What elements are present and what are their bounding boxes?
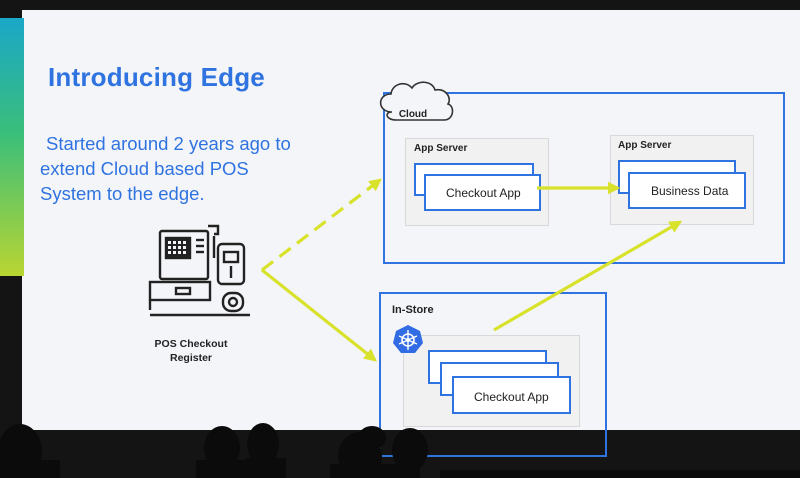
audience-silhouettes: [0, 423, 800, 478]
cloud-right-server-label: App Server: [618, 140, 672, 151]
instore-checkout-app-label: Checkout App: [474, 390, 549, 404]
cloud-left-server-label: App Server: [414, 143, 468, 154]
pos-label-line: Register: [169, 352, 212, 364]
subtitle-line: extend Cloud based POS: [40, 158, 249, 179]
cloud-checkout-app-label: Checkout App: [446, 186, 521, 200]
pos-register-icon: [148, 224, 250, 317]
instore-checkout-app: [452, 376, 571, 414]
instore-label: In-Store: [392, 304, 434, 316]
subtitle-line: Started around 2 years ago to: [46, 133, 291, 154]
subtitle-line: System to the edge.: [40, 183, 205, 204]
pos-label-line: POS Checkout: [154, 338, 228, 350]
cloud-checkout-app: [424, 174, 541, 211]
arrow-to-instore: [261, 268, 378, 362]
cloud-business-data-label: Business Data: [651, 184, 729, 198]
arrow-instore-to-business: [493, 220, 683, 332]
accent-bar: [0, 18, 24, 276]
cloud-business-data: [628, 172, 746, 209]
instore-region: [379, 292, 607, 457]
cloud-region: [383, 92, 785, 264]
pos-label: POS Checkout Register: [150, 337, 232, 365]
kubernetes-icon: [393, 325, 423, 353]
arrows: [261, 178, 683, 362]
dashed-arrow-to-cloud: [261, 178, 383, 272]
slide-subtitle: Started around 2 years ago to extend Clo…: [40, 131, 330, 206]
cloud-label: Cloud: [399, 109, 427, 120]
slide-title: Introducing Edge: [48, 62, 265, 92]
cloud-icon: [379, 81, 454, 121]
